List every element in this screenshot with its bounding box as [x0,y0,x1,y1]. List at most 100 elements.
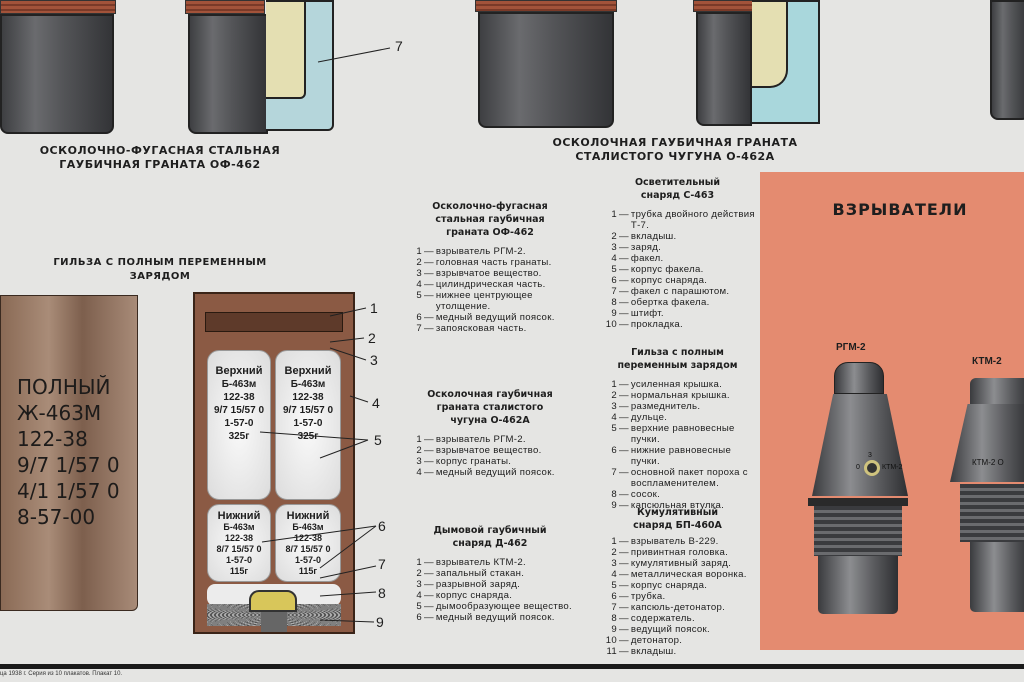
driving-band [185,0,265,14]
cover [205,312,343,332]
legend-title-line: чугуна О-462А [450,415,530,426]
bag-marking-line: 325г [228,431,250,442]
item-number: 3 [416,579,422,590]
legend-item: 1—взрыватель КТМ-2. [400,557,580,568]
legend-list: 1—взрыватель РГМ-2.2—взрывчатое вещество… [400,434,580,478]
legend-title-line: граната ОФ-462 [446,227,534,238]
item-number: 5 [611,423,617,434]
dial-0: 0 [856,464,860,471]
item-text: медный ведущий поясок. [435,467,555,478]
dash: — [424,568,434,579]
item-number: 7 [611,602,617,613]
bag-marking-line: 8/7 15/57 0 [216,544,262,554]
item-text: корпус факела. [630,264,704,275]
item-number: 5 [611,580,617,591]
dash: — [619,445,629,456]
item-number: 1 [611,536,617,547]
item-text: факел. [630,253,664,264]
dash: — [424,268,434,279]
legend-item: 5—корпус факела. [595,264,760,275]
fuze-base [970,542,1024,612]
title-line: ОСКОЛОЧНАЯ ГАУБИЧНАЯ ГРАНАТА [552,136,798,149]
item-text: корпус гранаты. [435,456,512,467]
dash: — [619,297,629,308]
item-text: медный ведущий поясок. [435,612,555,623]
legend-title-line: снаряд БП-460А [633,520,722,531]
item-number: 6 [611,275,617,286]
item-text: основной пакет пороха с воспламенителем. [630,467,748,489]
item-text: нижнее центрующее утолщение. [435,290,533,312]
item-text: содержатель. [630,613,695,624]
legend-item: 3—кумулятивный заряд. [595,558,760,569]
item-number: 11 [606,646,617,657]
item-text: вкладыш. [630,231,677,242]
legend-item: 7—основной пакет пороха с воспламенителе… [595,467,760,489]
item-number: 2 [416,568,422,579]
shell-o462a-body [478,12,614,128]
item-text: корпус снаряда. [435,590,513,601]
item-text: прокладка. [630,319,684,330]
dash: — [424,290,434,301]
cartridge-case: ПОЛНЫЙ Ж-463М 122-38 9/7 1/57 0 4/1 1/57… [0,295,138,611]
legend-item: 9—ведущий поясок. [595,624,760,635]
item-number: 7 [416,323,422,334]
legend-item: 5—верхние равновесные пучки. [595,423,760,445]
dash: — [424,590,434,601]
item-number: 2 [416,257,422,268]
shell-o462a-section [696,12,752,126]
legend-item: 3—разрывной заряд. [400,579,580,590]
nipple [249,590,297,612]
dash: — [619,613,629,624]
callout-3: 3 [370,352,378,368]
bag-marking-line: Б-463м [223,522,255,532]
item-text: обертка факела. [630,297,710,308]
legend-item: 2—головная часть гранаты. [400,257,580,268]
bag-marking-line: Нижний [286,510,330,522]
callout-7: 7 [378,556,386,572]
legend-item: 2—взрывчатое вещество. [400,445,580,456]
bag-marking-line: 122-38 [224,533,254,543]
item-number: 4 [416,279,422,290]
legend-item: 4—цилиндрическая часть. [400,279,580,290]
item-number: 8 [611,489,617,500]
marking-line: Ж-463М [17,401,102,425]
legend-list: 1—трубка двойного действия Т-7.2—вкладыш… [595,209,760,330]
dash: — [619,580,629,591]
dash: — [424,312,434,323]
item-number: 10 [605,635,617,646]
explosive-fill [266,0,306,99]
dash: — [424,257,434,268]
item-number: 7 [611,467,617,478]
item-text: сосок. [630,489,661,500]
item-number: 6 [416,612,422,623]
title-line: СТАЛИСТОГО ЧУГУНА О-462А [575,150,775,163]
cartridge-title: ГИЛЬЗА С ПОЛНЫМ ПЕРЕМЕННЫМ ЗАРЯДОМ [25,256,295,284]
item-text: нормальная крышка. [630,390,730,401]
item-number: 5 [416,601,422,612]
legend-title-line: переменным зарядом [617,360,738,371]
dash: — [619,624,629,635]
dash: — [619,253,629,264]
driving-band [475,0,617,12]
item-number: 2 [611,390,617,401]
item-number: 6 [611,591,617,602]
driving-band [693,0,753,12]
legend-list: 1—взрыватель РГМ-2.2—головная часть гран… [400,246,580,334]
marking-line: 4/1 1/57 0 [17,479,120,503]
title-of462: ОСКОЛОЧНО-ФУГАСНАЯ СТАЛЬНАЯ ГАУБИЧНАЯ ГР… [20,144,300,172]
setting-cap-icon [864,460,880,476]
rgm2-label: РГМ-2 [836,342,866,353]
bag-marking-line: Б-463м [221,379,257,390]
primer-sleeve [261,612,287,632]
shell-of462-section [188,14,268,134]
item-number: 4 [611,412,617,423]
dash: — [619,412,629,423]
item-number: 4 [611,569,617,580]
legend-item: 3—размеднитель. [595,401,760,412]
item-text: взрыватель В-229. [630,536,719,547]
